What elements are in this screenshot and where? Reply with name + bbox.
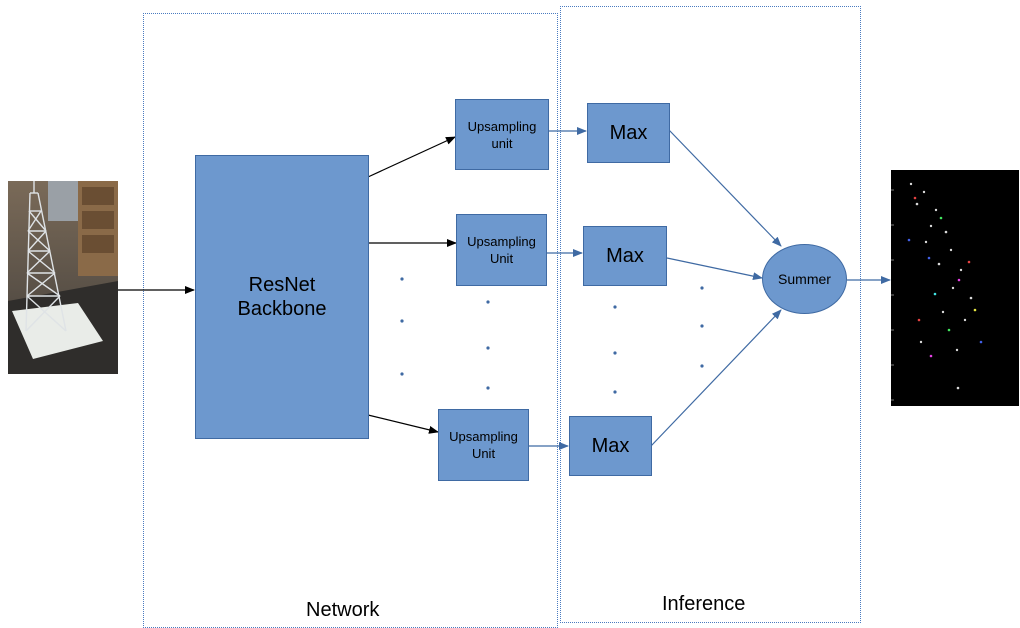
max-unit-1-label: Max xyxy=(609,121,648,144)
max-unit-2-label: Max xyxy=(606,244,644,267)
arrow-backbone-to-up1 xyxy=(367,136,456,178)
summer-node: Summer xyxy=(762,244,847,314)
input-tower-photo-icon xyxy=(8,181,118,374)
max-unit-1: Max xyxy=(587,103,670,163)
arrow-max1-to-summer xyxy=(668,129,782,247)
max-unit-3: Max xyxy=(569,416,652,476)
upsampling-unit-1: Upsampling unit xyxy=(455,99,549,170)
arrow-max2-to-summer xyxy=(666,257,763,281)
upsampling-unit-3-line2: Unit xyxy=(471,446,496,461)
upsampling-unit-3: Upsampling Unit xyxy=(438,409,529,481)
upsampling-unit-2: Upsampling Unit xyxy=(456,214,547,286)
arrow-max3-to-summer xyxy=(650,309,782,447)
upsampling-unit-2-line1: Upsampling xyxy=(467,234,536,249)
summer-label: Summer xyxy=(778,271,831,287)
backbone-label-line1: ResNet xyxy=(248,274,316,296)
inference-region-label: Inference xyxy=(662,593,746,615)
backbone-label-line2: Backbone xyxy=(237,298,327,320)
upsampling-unit-3-line1: Upsampling xyxy=(449,429,518,444)
output-keypoint-heatmap-icon xyxy=(891,170,1019,406)
upsampling-unit-2-line2: Unit xyxy=(489,251,514,266)
ellipsis-dots xyxy=(400,277,704,394)
arrow-backbone-to-up3 xyxy=(367,414,439,434)
network-region-label: Network xyxy=(306,599,380,621)
upsampling-unit-1-line2: unit xyxy=(491,135,513,151)
max-unit-2: Max xyxy=(583,226,667,286)
upsampling-unit-1-line1: Upsampling xyxy=(467,118,537,134)
resnet-backbone-box: ResNet Backbone xyxy=(195,155,369,439)
inference-region xyxy=(560,6,861,623)
max-unit-3-label: Max xyxy=(591,434,630,457)
